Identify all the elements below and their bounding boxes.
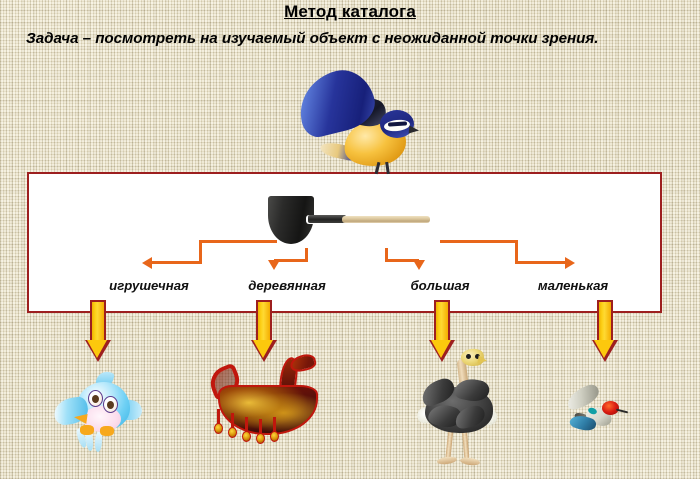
spoon-bowl bbox=[270, 431, 279, 442]
toy-bird-pupil bbox=[92, 395, 99, 403]
arrow-head bbox=[251, 340, 277, 362]
shovel-icon bbox=[268, 196, 430, 244]
diagram-panel bbox=[27, 172, 662, 313]
hummingbird-head bbox=[602, 401, 619, 415]
toy-bird-sock bbox=[100, 426, 114, 436]
wooden-spoon bbox=[214, 409, 223, 435]
connector-segment bbox=[274, 259, 308, 262]
arrow-head bbox=[592, 340, 618, 362]
arrow-head-fill bbox=[87, 340, 108, 358]
ostrich-beak bbox=[477, 355, 488, 365]
arrowhead-down-icon bbox=[268, 260, 280, 270]
arrow-shaft bbox=[597, 300, 613, 342]
arrow-shaft bbox=[256, 300, 272, 342]
down-arrow-1 bbox=[85, 300, 111, 362]
wooden-spoon bbox=[256, 419, 265, 445]
arrow-shaft bbox=[434, 300, 450, 342]
wooden-spoon bbox=[242, 417, 251, 443]
connector-segment bbox=[305, 248, 308, 262]
ostrich-icon bbox=[415, 345, 507, 469]
connector-segment bbox=[440, 240, 518, 243]
spoon-stem bbox=[273, 417, 276, 435]
spoon-stem bbox=[231, 413, 234, 431]
spoon-bowl bbox=[242, 431, 251, 442]
attribute-label-1: игрушечная bbox=[109, 278, 189, 293]
bird-leg bbox=[385, 161, 390, 175]
connector-segment bbox=[152, 261, 202, 264]
arrowhead-right-icon bbox=[565, 256, 575, 269]
arrowhead-down-icon bbox=[413, 260, 425, 270]
arrow-head bbox=[85, 340, 111, 362]
spoon-stem bbox=[217, 409, 220, 427]
wooden-spoon bbox=[270, 417, 279, 443]
connector-segment bbox=[199, 240, 202, 264]
wooden-spoon bbox=[228, 413, 237, 439]
hummingbird-beak bbox=[615, 408, 629, 414]
connector-segment bbox=[515, 240, 518, 264]
arrowhead-left-icon bbox=[142, 256, 152, 269]
ostrich-foot bbox=[436, 455, 458, 466]
arrow-head-fill bbox=[594, 340, 615, 358]
attribute-label-3: большая bbox=[410, 278, 470, 293]
shovel-handle bbox=[342, 215, 430, 223]
blue-tit-icon bbox=[291, 63, 424, 178]
page-title: Метод каталога bbox=[284, 2, 416, 21]
connector-segment bbox=[385, 248, 388, 262]
hummingbird-icon bbox=[560, 382, 629, 444]
wooden-swan-bowl-icon bbox=[205, 352, 330, 463]
ostrich-eye bbox=[466, 354, 471, 359]
ostrich-eye bbox=[475, 354, 480, 359]
attribute-label-2: деревянная bbox=[248, 278, 326, 293]
toy-bird-pupil bbox=[107, 401, 114, 409]
page-subtitle: Задача – посмотреть на изучаемый объект … bbox=[26, 30, 599, 47]
attribute-label-4: маленькая bbox=[537, 278, 609, 293]
down-arrow-4 bbox=[592, 300, 618, 362]
toy-bird-icon bbox=[52, 368, 142, 462]
spoon-bowl bbox=[228, 427, 237, 438]
spoon-bowl bbox=[256, 433, 265, 444]
connector-segment bbox=[199, 240, 277, 243]
down-arrow-2 bbox=[251, 300, 277, 362]
toy-bird-sock bbox=[80, 425, 94, 435]
arrow-head-fill bbox=[431, 340, 452, 358]
ostrich-foot bbox=[459, 456, 481, 467]
toy-bird-beak bbox=[73, 412, 88, 424]
spoon-stem bbox=[259, 419, 262, 437]
bird-beak bbox=[408, 125, 420, 135]
arrow-head-fill bbox=[253, 340, 274, 358]
connector-segment bbox=[515, 261, 567, 264]
spoon-stem bbox=[245, 417, 248, 435]
down-arrow-3 bbox=[429, 300, 455, 362]
shovel-socket bbox=[308, 215, 346, 223]
spoon-bowl bbox=[214, 423, 223, 434]
arrow-shaft bbox=[90, 300, 106, 342]
swan-bowl-head bbox=[288, 352, 318, 374]
arrow-head bbox=[429, 340, 455, 362]
connector-segment bbox=[385, 259, 419, 262]
